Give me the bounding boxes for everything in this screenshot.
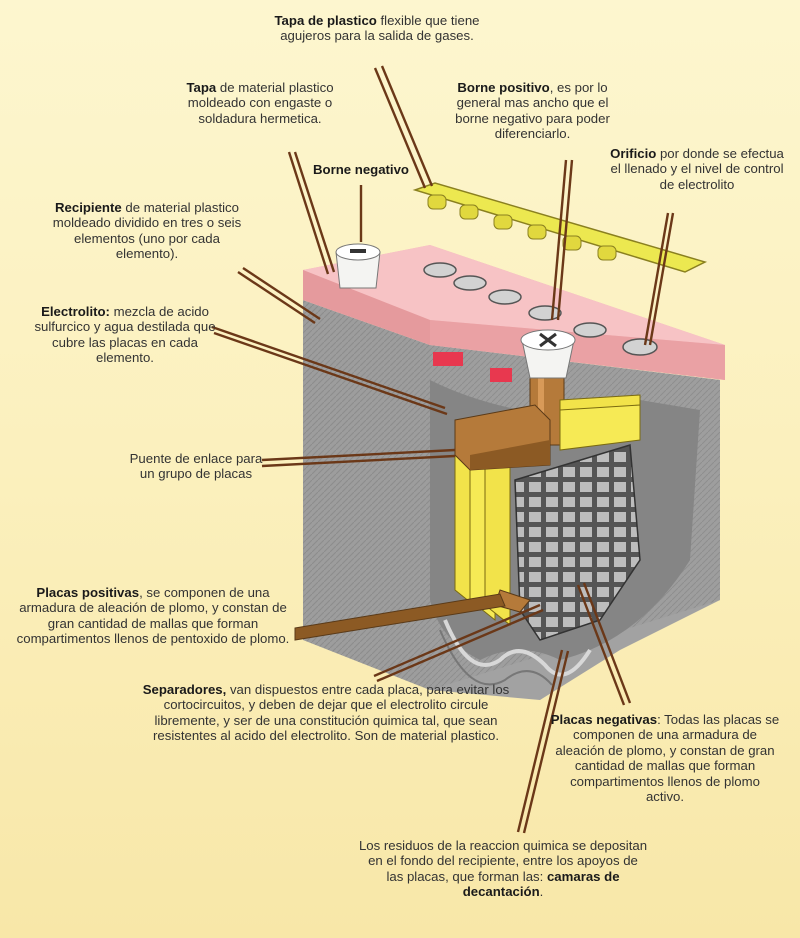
- label-orificio: Orificio por donde se efectua el llenado…: [610, 146, 784, 192]
- label-tapa-material: Tapa de material plastico moldeado con e…: [186, 80, 334, 126]
- label-electrolito: Electrolito: mezcla de acido sulfurcico …: [34, 304, 216, 366]
- label-puente: Puente de enlace para un grupo de placas: [129, 451, 263, 482]
- label-borne-positivo: Borne positivo, es por lo general mas an…: [455, 80, 610, 142]
- label-tapa-plastico: Tapa de plastico flexible que tiene aguj…: [274, 13, 480, 44]
- label-recipiente: Recipiente de material plastico moldeado…: [52, 200, 242, 262]
- label-residuos: Los residuos de la reaccion quimica se d…: [358, 838, 648, 900]
- cell-openings: [423, 262, 658, 356]
- label-borne-negativo: Borne negativo: [313, 162, 409, 177]
- label-placas-negativas: Placas negativas: Todas las placas se co…: [550, 712, 780, 805]
- label-separadores: Separadores, van dispuestos entre cada p…: [142, 682, 510, 744]
- negative-terminal: [335, 243, 381, 289]
- label-placas-positivas: Placas positivas, se componen de una arm…: [16, 585, 290, 647]
- leader-lines: [211, 65, 675, 834]
